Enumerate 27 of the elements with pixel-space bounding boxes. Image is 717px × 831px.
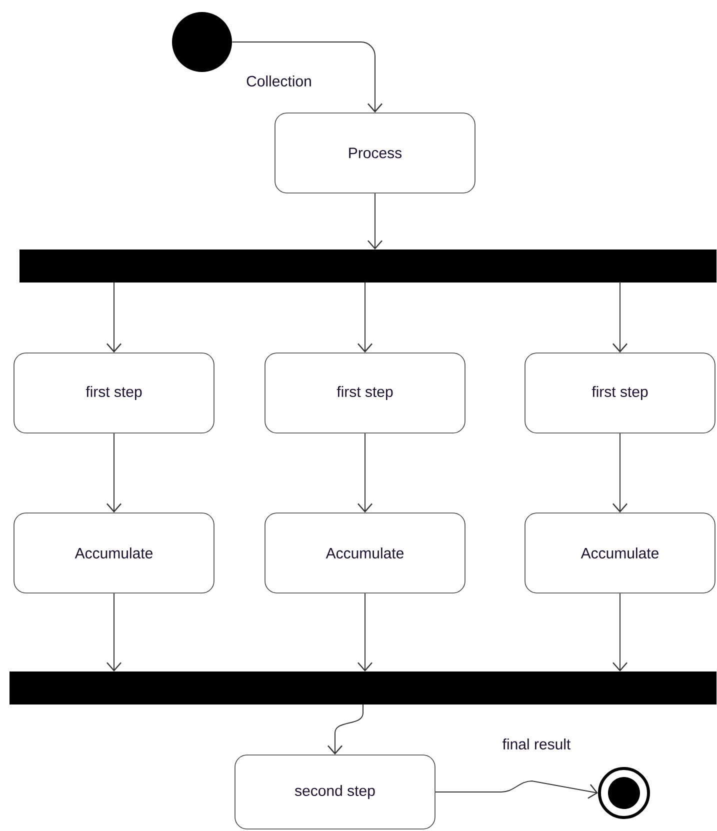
sync-bar	[20, 250, 716, 282]
action-box: first step	[14, 352, 214, 434]
arrow	[358, 432, 372, 513]
arrow	[434, 780, 598, 799]
action-box: first step	[524, 352, 716, 434]
arrow	[328, 704, 364, 755]
action-box: second step	[234, 754, 436, 830]
arrow	[358, 592, 372, 672]
arrow	[368, 192, 382, 250]
arrow	[106, 282, 122, 353]
edge-label: final result	[501, 738, 572, 751]
action-box: Accumulate	[14, 512, 214, 594]
arrow	[358, 282, 372, 353]
action-box: first step	[264, 352, 466, 434]
start-node	[172, 12, 232, 72]
arrow	[106, 592, 122, 672]
action-box: Accumulate	[524, 512, 716, 594]
arrow	[612, 592, 628, 672]
arrow	[232, 42, 382, 113]
action-box: Process	[274, 112, 476, 194]
edge-label: Collection	[245, 74, 313, 88]
arrow	[612, 282, 628, 353]
action-box: Accumulate	[264, 512, 466, 594]
arrow	[106, 432, 122, 513]
sync-bar	[10, 672, 716, 704]
arrow	[612, 432, 628, 513]
end-node	[598, 767, 650, 819]
